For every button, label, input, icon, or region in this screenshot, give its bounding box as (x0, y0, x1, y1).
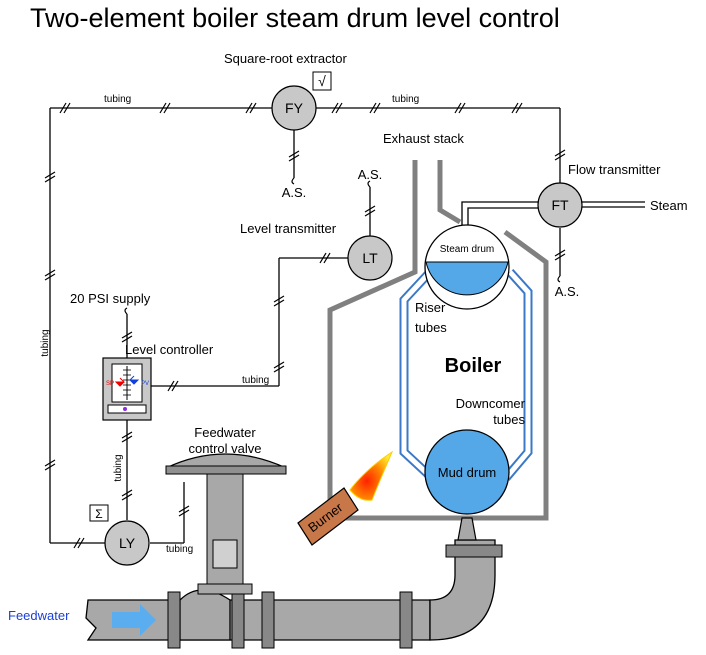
tubing-label: tubing (242, 375, 269, 386)
flow-arrow-icon (112, 604, 156, 636)
signal-lines (49, 107, 645, 544)
psi-supply-label: 20 PSI supply (70, 291, 151, 306)
square-root-extractor-label: Square-root extractor (224, 51, 348, 66)
downcomer-label-2: tubes (493, 412, 525, 427)
flange (261, 591, 275, 649)
svg-text:LT: LT (362, 250, 378, 266)
feedwater-label: Feedwater (8, 608, 70, 623)
tubing-label: tubing (392, 94, 419, 105)
exhaust-stack-label: Exhaust stack (383, 131, 464, 146)
as-label-lt: A.S. (358, 167, 383, 182)
tubing-hash-marks (44, 102, 566, 549)
instrument-lt[interactable]: LT (347, 235, 393, 281)
instrument-ly[interactable]: LY (104, 520, 150, 566)
sum-box (89, 504, 109, 522)
steam-drum-label: Steam drum (440, 244, 494, 255)
svg-text:FY: FY (285, 100, 304, 116)
as-label-ft: A.S. (555, 284, 580, 299)
mud-drum-label: Mud drum (438, 465, 497, 480)
level-controller-label: Level controller (125, 342, 214, 357)
riser-label-1: Riser (415, 300, 446, 315)
sqrt-box (312, 71, 332, 91)
downcomer-label-1: Downcomer (456, 396, 526, 411)
air-supply-stubs (124, 177, 561, 315)
level-transmitter-label: Level transmitter (240, 221, 337, 236)
valve-label-1: Feedwater (194, 425, 256, 440)
flange (445, 544, 503, 558)
svg-text:FT: FT (551, 197, 569, 213)
instrument-ft[interactable]: FT (537, 182, 583, 228)
page-title: Two-element boiler steam drum level cont… (30, 3, 560, 33)
valve-label-2: control valve (189, 441, 262, 456)
steam-label: Steam (650, 198, 688, 213)
sp-label: SP (106, 381, 114, 387)
pv-label: PV (141, 381, 149, 387)
tubing-label: tubing (113, 454, 124, 481)
burner: Burner (297, 450, 394, 546)
sqrt-icon: √ (318, 73, 326, 89)
as-label-fy: A.S. (282, 185, 307, 200)
riser-label-2: tubes (415, 320, 447, 335)
tubing-label: tubing (104, 94, 131, 105)
instrument-fy[interactable]: FY (271, 85, 317, 131)
tubing-label: tubing (166, 544, 193, 555)
boiler-label: Boiler (445, 355, 502, 377)
flange (167, 591, 181, 649)
flow-transmitter-label: Flow transmitter (568, 162, 661, 177)
level-controller[interactable] (102, 357, 152, 421)
flange (399, 591, 413, 649)
boiler-assembly: Steam drum Mud drum Boiler Riser tubes D… (327, 160, 549, 521)
flange (231, 591, 245, 649)
feedwater-control-valve (165, 453, 287, 595)
tubing-label: tubing (40, 329, 51, 356)
feedwater-pipe (85, 517, 503, 649)
svg-text:LY: LY (119, 535, 136, 551)
sum-icon: Σ (95, 507, 102, 521)
mud-drum (424, 429, 510, 515)
flame-icon (349, 450, 394, 501)
